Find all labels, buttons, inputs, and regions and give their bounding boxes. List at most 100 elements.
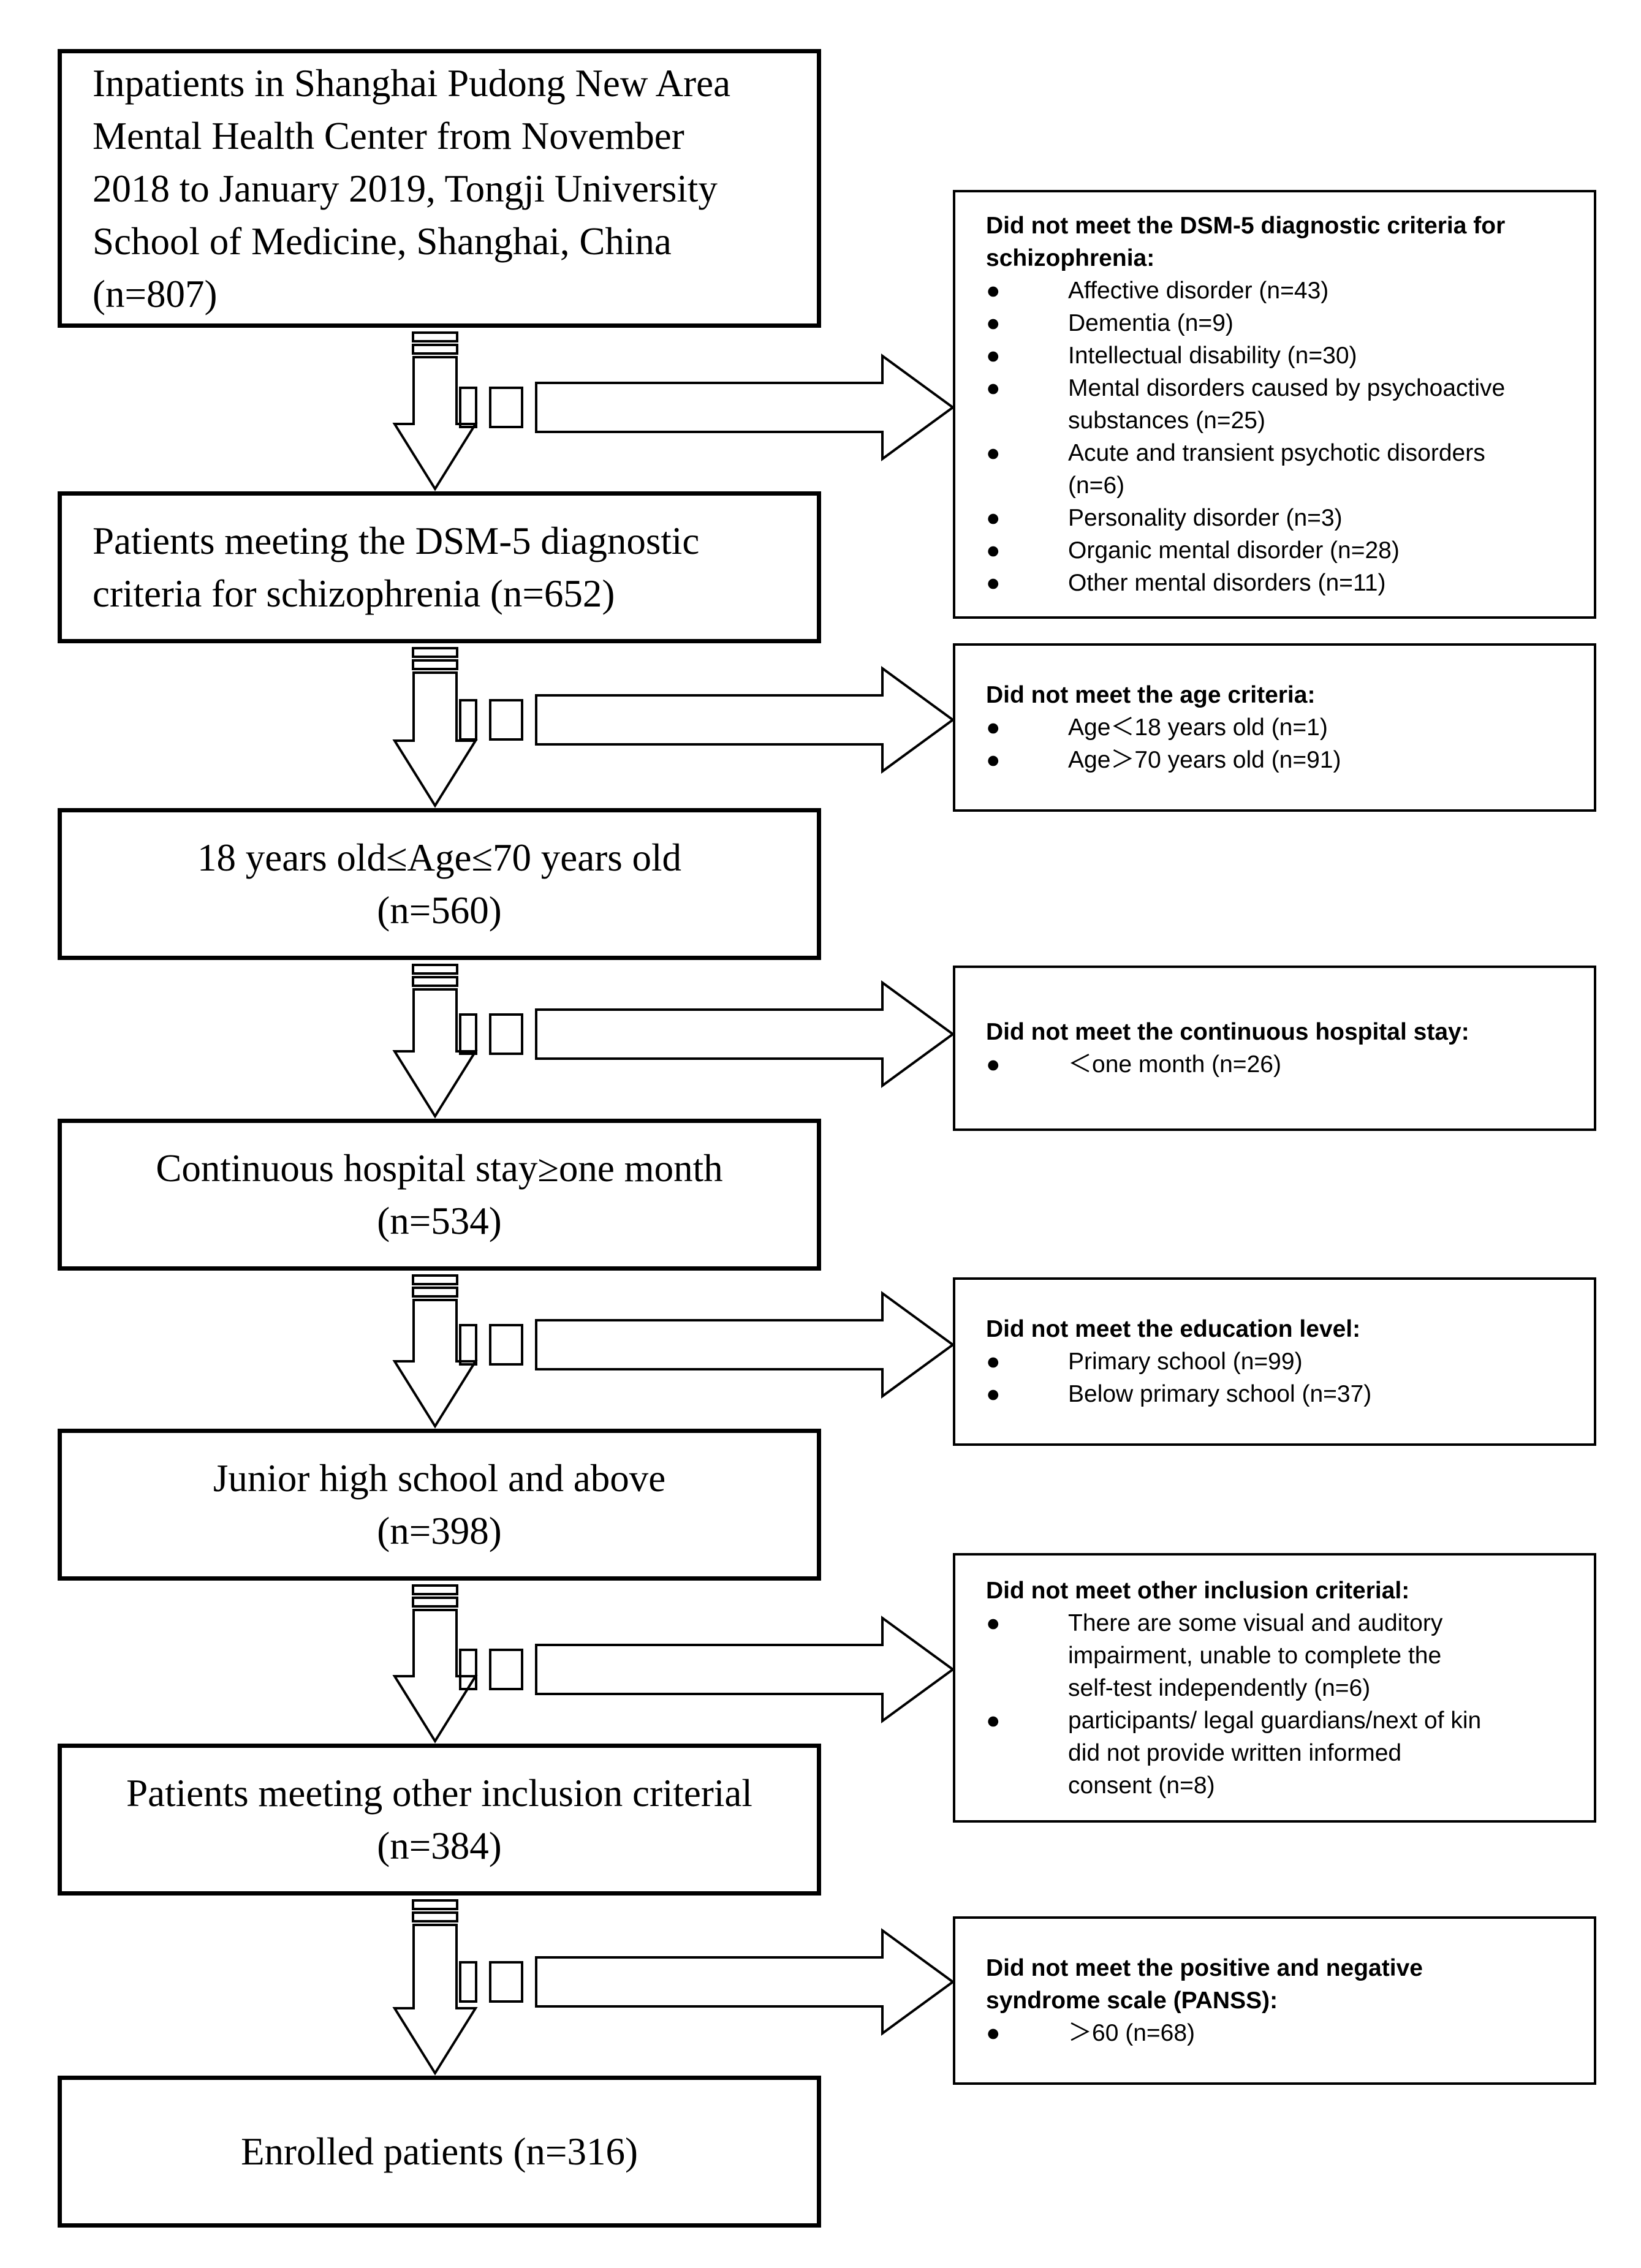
- box-text-line: (n=398): [377, 1510, 502, 1552]
- connector-tick: [412, 331, 458, 342]
- connector-square: [489, 387, 523, 428]
- exclusion-item-text: Other mental disorders (n=11): [1068, 570, 1386, 596]
- exclusion-list: ● ＜one month (n=26): [986, 1048, 1575, 1081]
- right-arrow: [535, 1928, 955, 2036]
- box-education: Junior high school and above (n=398): [58, 1429, 821, 1581]
- exclusion-item-text: Mental disorders caused by psychoactive: [1068, 375, 1506, 401]
- bullet-icon: ●: [986, 1609, 1001, 1636]
- exclusion-item: ● There are some visual and auditory impai…: [986, 1607, 1575, 1704]
- exclusion-title-line: Did not meet the continuous hospital sta…: [986, 1019, 1469, 1045]
- connector-tick: [412, 344, 458, 355]
- box-text-line: (n=807): [93, 272, 218, 316]
- box-text-line: Patients meeting the DSM-5 diagnostic: [93, 520, 700, 562]
- exclusion-item: ●Acute and transient psychotic disorders…: [986, 437, 1575, 502]
- connector-square: [489, 1961, 523, 2003]
- exclusion-list: ● Primary school (n=99) ●Below primary sc…: [986, 1345, 1575, 1410]
- box-text-line: (n=534): [377, 1200, 502, 1242]
- exclusion-item: ●participants/ legal guardians/next of k…: [986, 1704, 1575, 1802]
- exclusion-item: ●Age＜18 years old (n=1): [986, 711, 1575, 744]
- bullet-icon: ●: [986, 1381, 1001, 1407]
- exclusion-item-text: Intellectual disability (n=30): [1068, 342, 1357, 369]
- box-enrolled-patients: Enrolled patients (n=316): [58, 2076, 821, 2228]
- exclusion-title-line: Did not meet other inclusion criterial:: [986, 1577, 1410, 1604]
- connector-tick: [412, 964, 458, 975]
- down-arrow: [392, 1299, 478, 1429]
- bullet-icon: ●: [986, 747, 1001, 773]
- right-arrow: [535, 1291, 955, 1399]
- exclusion-title-line: syndrome scale (PANSS):: [986, 1987, 1278, 2014]
- connector-tick: [412, 1287, 458, 1298]
- exclusion-item: ● ＜one month (n=26): [986, 1048, 1575, 1081]
- box-dsm5-criteria: Patients meeting the DSM-5 diagnostic cr…: [58, 491, 821, 643]
- exclusion-item: ●Below primary school (n=37): [986, 1378, 1575, 1410]
- exclusion-item: ● Intellectual disability (n=30): [986, 339, 1575, 372]
- box-text-line: Enrolled patients (n=316): [241, 2130, 638, 2173]
- connector-tick: [412, 1584, 458, 1595]
- exclusion-item: ●Affective disorder (n=43): [986, 274, 1575, 307]
- exclusion-title-line: Did not meet the education level:: [986, 1316, 1361, 1342]
- exclusion-item-text: There are some visual and auditory: [1068, 1609, 1443, 1636]
- connector-tick: [412, 659, 458, 670]
- exclusion-item: ● Age＞70 years old (n=91): [986, 744, 1575, 776]
- exclusion-box-dsm5: Did not meet the DSM-5 diagnostic criter…: [953, 190, 1596, 619]
- bullet-icon: ●: [986, 537, 1001, 564]
- exclusion-box-education: Did not meet the education level: ● Prima…: [953, 1277, 1596, 1446]
- connector-square: [459, 1961, 477, 2003]
- exclusion-title-line: Did not meet the positive and negative: [986, 1955, 1423, 1981]
- exclusion-item-text: Dementia (n=9): [1068, 310, 1234, 336]
- exclusion-item: ● Organic mental disorder (n=28): [986, 534, 1575, 567]
- connector-tick: [412, 1911, 458, 1922]
- down-arrow: [392, 988, 478, 1119]
- box-text-line: 18 years old≤Age≤70 years old: [197, 836, 681, 879]
- bullet-icon: ●: [986, 2020, 1001, 2046]
- connector-square: [459, 1013, 477, 1055]
- exclusion-box-age: Did not meet the age criteria: ●Age＜18 y…: [953, 643, 1596, 812]
- down-arrow: [392, 356, 478, 491]
- connector-square: [489, 1013, 523, 1055]
- box-text-line: (n=560): [377, 889, 502, 932]
- exclusion-item-text: did not provide written informed: [1068, 1739, 1402, 1766]
- exclusion-item-text: consent (n=8): [1068, 1772, 1215, 1799]
- down-arrow: [392, 1609, 478, 1744]
- connector-tick: [412, 1899, 458, 1910]
- bullet-icon: ●: [986, 1348, 1001, 1375]
- bullet-icon: ●: [986, 342, 1001, 369]
- exclusion-item-text: self-test independently (n=6): [1068, 1674, 1371, 1701]
- bullet-icon: ●: [986, 1707, 1001, 1734]
- connector-square: [459, 699, 477, 741]
- box-other-inclusion: Patients meeting other inclusion criteri…: [58, 1744, 821, 1896]
- bullet-icon: ●: [986, 1051, 1001, 1078]
- exclusion-title-line: schizophrenia:: [986, 245, 1155, 271]
- exclusion-title-line: Did not meet the DSM-5 diagnostic criter…: [986, 213, 1506, 239]
- exclusion-item-text: Age＞70 years old (n=91): [1068, 747, 1341, 773]
- exclusion-list: ● There are some visual and auditory impai…: [986, 1607, 1575, 1802]
- exclusion-item: ●Personality disorder (n=3): [986, 502, 1575, 534]
- bullet-icon: ●: [986, 714, 1001, 741]
- right-arrow: [535, 1616, 955, 1723]
- exclusion-list: ●Age＜18 years old (n=1) ● Age＞70 years ol…: [986, 711, 1575, 776]
- exclusion-item: ● Dementia (n=9): [986, 307, 1575, 339]
- box-text-line: Patients meeting other inclusion criteri…: [126, 1772, 752, 1815]
- exclusion-item: ● ＞60 (n=68): [986, 2017, 1575, 2049]
- box-text-line: Continuous hospital stay≥one month: [156, 1147, 723, 1190]
- exclusion-item-text: impairment, unable to complete the: [1068, 1642, 1442, 1669]
- right-arrow: [535, 980, 955, 1088]
- exclusion-item-text: Organic mental disorder (n=28): [1068, 537, 1400, 564]
- exclusion-item: ●Other mental disorders (n=11): [986, 567, 1575, 599]
- bullet-icon: ●: [986, 440, 1001, 466]
- exclusion-item: ● Primary school (n=99): [986, 1345, 1575, 1378]
- exclusion-item-text: substances (n=25): [1068, 407, 1265, 434]
- right-arrow: [535, 666, 955, 774]
- exclusion-list: ●Affective disorder (n=43) ● Dementia (n=…: [986, 274, 1575, 599]
- exclusion-item-text: ＞60 (n=68): [1068, 2020, 1196, 2046]
- exclusion-item-text: Primary school (n=99): [1068, 1348, 1303, 1375]
- bullet-icon: ●: [986, 310, 1001, 336]
- connector-tick: [412, 976, 458, 987]
- connector-square: [459, 1649, 477, 1690]
- connector-tick: [412, 1597, 458, 1608]
- exclusion-item-text: ＜one month (n=26): [1068, 1051, 1281, 1078]
- box-text-line: Inpatients in Shanghai Pudong New Area: [93, 61, 731, 105]
- exclusion-box-hospital-stay: Did not meet the continuous hospital sta…: [953, 966, 1596, 1131]
